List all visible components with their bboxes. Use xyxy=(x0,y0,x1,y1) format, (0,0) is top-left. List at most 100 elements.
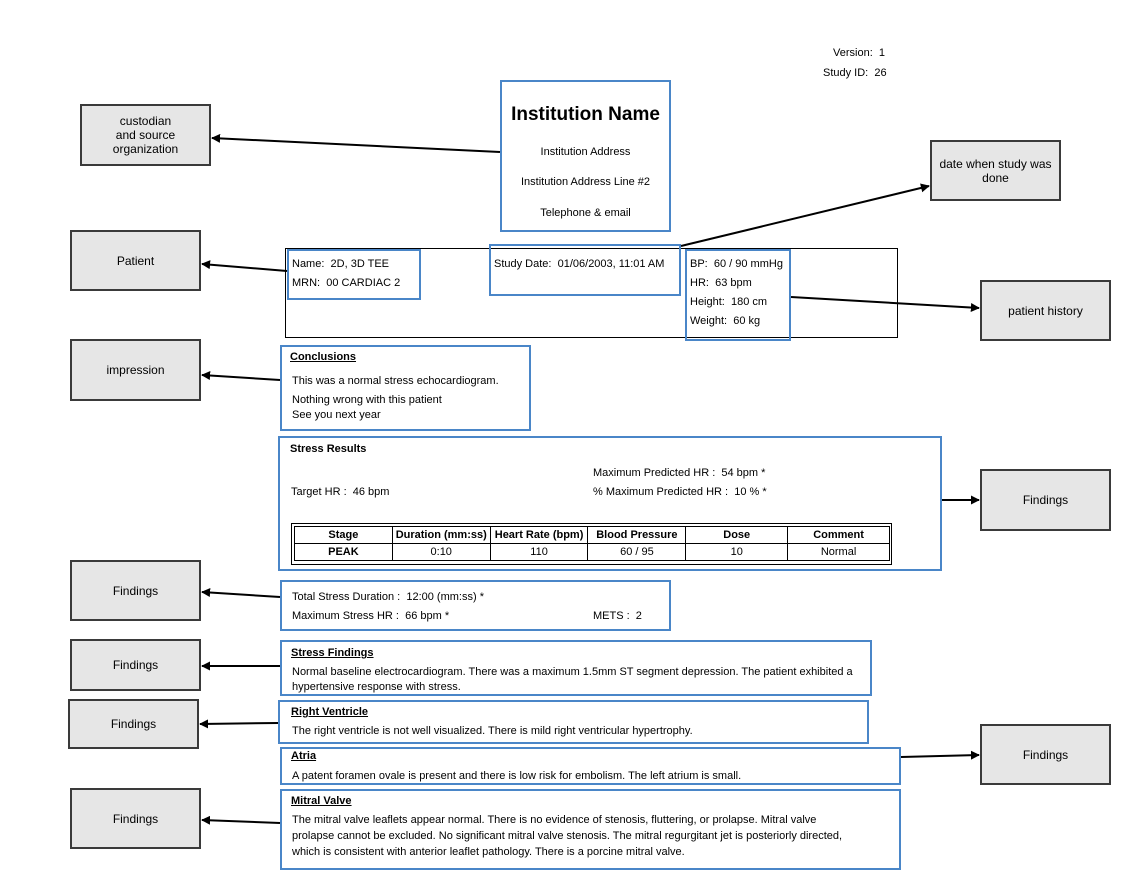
study-id-label: Study ID: xyxy=(823,67,869,79)
stress-findings-title: Stress Findings xyxy=(291,647,374,659)
mitral-valve-line-1: The mitral valve leaflets appear normal.… xyxy=(292,814,817,826)
conclusions-line-3: See you next year xyxy=(292,409,381,421)
target-hr-value: 46 bpm xyxy=(352,486,390,498)
callout-patient-history: patient history xyxy=(980,280,1111,341)
vitals-hr: HR: 63 bpm xyxy=(690,276,752,290)
atria-title: Atria xyxy=(291,750,317,762)
stress-table-cell: 10 xyxy=(685,543,789,561)
patient-mrn-value: 00 CARDIAC 2 xyxy=(326,277,401,289)
arrow-conclusions-to-impression xyxy=(201,371,281,381)
conclusions-line-1: This was a normal stress echocardiogram. xyxy=(292,375,499,387)
weight-label: Weight: xyxy=(690,315,728,327)
stress-summary-section xyxy=(280,580,671,631)
stress-findings-section xyxy=(280,640,872,696)
mitral-valve-line-3: which is consistent with anterior leafle… xyxy=(292,846,685,858)
atria-text: A patent foramen ovale is present and th… xyxy=(292,770,742,782)
stress-table-cell: Normal xyxy=(787,543,890,561)
arrow-atria-to-findings xyxy=(900,750,980,760)
right-ventricle-text: The right ventricle is not well visualiz… xyxy=(292,725,693,737)
callout-findings-atria: Findings xyxy=(980,724,1111,785)
institution-address-line-2: Institution Address Line #2 xyxy=(520,176,651,188)
pct-max-predicted-hr-value: 10 % * xyxy=(734,486,767,498)
callout-findings-stress-findings: Findings xyxy=(70,639,201,691)
mitral-valve-line-2: prolapse cannot be excluded. No signific… xyxy=(292,830,843,842)
stress-results-section xyxy=(278,436,942,571)
patient-mrn: MRN: 00 CARDIAC 2 xyxy=(292,276,400,290)
height-label: Height: xyxy=(690,296,725,308)
patient-name: Name: 2D, 3D TEE xyxy=(292,257,389,271)
total-stress-duration-value: 12:00 (mm:ss) * xyxy=(406,591,484,603)
target-hr-label: Target HR : xyxy=(291,486,347,498)
weight-value: 60 kg xyxy=(733,315,761,327)
vitals-highlight xyxy=(685,249,791,341)
vitals-height: Height: 180 cm xyxy=(690,295,767,309)
pct-max-predicted-hr-label: % Maximum Predicted HR : xyxy=(593,486,729,498)
stress-findings-line-2: hypertensive response with stress. xyxy=(292,681,461,693)
study-id-value: 26 xyxy=(874,67,887,79)
study-id-line: Study ID: 26 xyxy=(823,66,887,80)
total-stress-duration: Total Stress Duration : 12:00 (mm:ss) * xyxy=(292,590,484,604)
callout-custodian: custodian and source organization xyxy=(80,104,211,166)
institution-contact: Telephone & email xyxy=(540,207,631,219)
hr-value: 63 bpm xyxy=(715,277,752,289)
study-date-highlight xyxy=(489,244,681,296)
right-ventricle-title: Right Ventricle xyxy=(291,706,369,718)
conclusions-title: Conclusions xyxy=(290,351,357,363)
version-value: 1 xyxy=(878,47,885,59)
max-stress-hr-label: Maximum Stress HR : xyxy=(292,610,399,622)
mets: METS : 2 xyxy=(593,609,642,623)
stress-findings-line-1: Normal baseline electrocardiogram. There… xyxy=(292,666,853,678)
table-row: PEAK 0:10 110 60 / 95 10 Normal xyxy=(294,543,890,561)
stress-table: Stage Duration (mm:ss) Heart Rate (bpm) … xyxy=(294,526,890,561)
bp-label: BP: xyxy=(690,258,708,270)
stress-table-frame xyxy=(291,523,892,565)
mets-label: METS : xyxy=(593,610,630,622)
height-value: 180 cm xyxy=(730,296,768,308)
arrow-study-date-to-callout xyxy=(680,183,930,247)
arrow-mitral-valve-to-findings xyxy=(201,815,281,825)
max-predicted-hr: Maximum Predicted HR : 54 bpm * xyxy=(593,466,765,480)
right-ventricle-section xyxy=(278,700,869,744)
conclusions-section xyxy=(280,345,531,431)
vitals-weight: Weight: 60 kg xyxy=(690,314,760,328)
stress-table-cell: PEAK xyxy=(294,543,393,561)
institution-address: Institution Address xyxy=(540,146,631,158)
arrow-stress-summary-to-findings xyxy=(201,588,281,598)
atria-section xyxy=(280,747,901,785)
stress-table-cell: 60 / 95 xyxy=(587,543,687,561)
bp-value: 60 / 90 mmHg xyxy=(713,258,783,270)
version-line: Version: 1 xyxy=(833,46,885,60)
mets-value: 2 xyxy=(635,610,642,622)
stress-table-header: Comment xyxy=(787,526,890,544)
mitral-valve-title: Mitral Valve xyxy=(291,795,352,807)
version-label: Version: xyxy=(833,47,873,59)
stress-table-cell: 0:10 xyxy=(391,543,491,561)
total-stress-duration-label: Total Stress Duration : xyxy=(292,591,401,603)
arrow-identity-to-patient xyxy=(201,260,288,272)
callout-patient: Patient xyxy=(70,230,201,291)
patient-name-value: 2D, 3D TEE xyxy=(330,258,390,270)
callout-findings-stress-summary: Findings xyxy=(70,560,201,621)
callout-findings-stress-results: Findings xyxy=(980,469,1111,531)
stress-table-cell: 110 xyxy=(489,543,589,561)
patient-name-label: Name: xyxy=(292,258,325,270)
conclusions-line-2: Nothing wrong with this patient xyxy=(292,394,442,406)
hr-label: HR: xyxy=(690,277,709,289)
patient-mrn-label: MRN: xyxy=(292,277,321,289)
callout-findings-mitral-valve: Findings xyxy=(70,788,201,849)
arrow-right-ventricle-to-findings xyxy=(199,719,279,729)
study-date: Study Date: 01/06/2003, 11:01 AM xyxy=(494,257,664,271)
callout-findings-right-ventricle: Findings xyxy=(68,699,199,749)
pct-max-predicted-hr: % Maximum Predicted HR : 10 % * xyxy=(593,485,767,499)
mitral-valve-section xyxy=(280,789,901,870)
patient-identity-highlight xyxy=(287,249,421,300)
max-stress-hr: Maximum Stress HR : 66 bpm * xyxy=(292,609,449,623)
arrow-vitals-to-history xyxy=(790,296,980,313)
target-hr: Target HR : 46 bpm xyxy=(291,485,389,499)
stress-table-header: Duration (mm:ss) xyxy=(391,526,491,544)
patient-info-block xyxy=(285,248,898,338)
max-predicted-hr-value: 54 bpm * xyxy=(721,467,766,479)
callout-impression: impression xyxy=(70,339,201,401)
vitals-bp: BP: 60 / 90 mmHg xyxy=(690,257,783,271)
